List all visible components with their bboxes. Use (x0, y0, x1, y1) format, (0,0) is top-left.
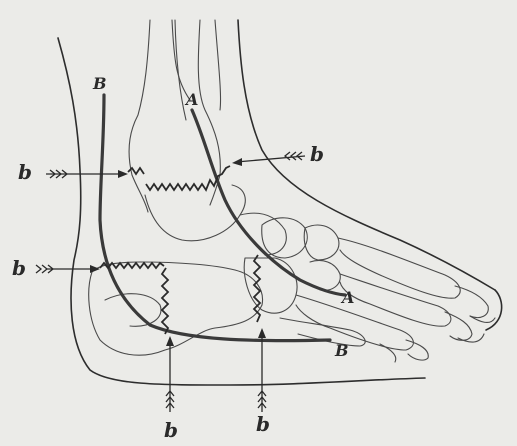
label-b-bottom-right: b (256, 414, 270, 434)
label-A-top: A (186, 92, 198, 108)
label-B-top: B (93, 76, 107, 92)
label-A-bottom: A (342, 290, 354, 306)
label-b-bottom-left: b (164, 420, 178, 440)
label-b-left-upper: b (18, 162, 32, 182)
label-b-left-lower: b (12, 258, 26, 278)
label-b-right: b (310, 144, 324, 164)
label-B-bottom: B (335, 343, 349, 359)
